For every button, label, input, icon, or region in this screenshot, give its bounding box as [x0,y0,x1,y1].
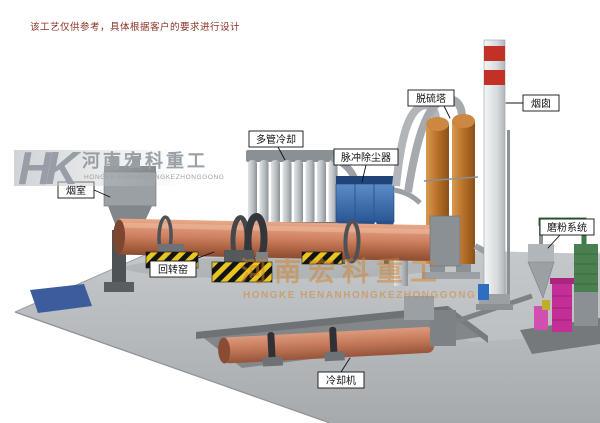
label-grinding-system [539,218,595,236]
kiln-discharge-hood [429,215,461,267]
logo-band [14,150,182,186]
green-unit [574,244,598,292]
filter-outlet-duct [393,187,422,205]
leader-line-multi-tube-cooler [277,146,286,161]
logo-company-en: HONGKE HENANHONGKEZHONGGONG [84,174,224,181]
hk-monogram-icon: HK [18,142,81,194]
leader-line-desulfurization-tower [443,105,451,119]
kiln-tyre-ring [329,326,338,359]
label-desulfurization-tower [407,89,455,107]
leader-line-grinding-system [547,234,561,249]
kiln-drive-motor [224,250,254,264]
label-rotary-kiln-text: 回转窑 [158,263,188,276]
hazard-striped-base [211,261,273,283]
label-cooling-machine [317,371,365,389]
blue-foundation-pad [30,284,92,313]
watermark-company-cn: 河南宏科重工 [240,256,444,287]
kiln-tyre-ring [267,332,276,365]
label-multi-tube-cooler [248,130,304,148]
label-desulfurization-tower-text: 脱硫塔 [416,92,446,105]
disclaimer-text: 该工艺仅供参考，具体根据客户的要求进行设计 [30,21,240,33]
chimney-red-band [484,46,505,61]
grinding-system-graphic [520,217,600,354]
kiln-shadow [125,257,435,279]
hazard-striped-base [301,251,343,265]
cooler-discharge-housing [430,310,456,346]
tower-inlet-pipe [404,95,466,193]
cyclone-cone [527,261,555,299]
center-watermark: 河南宏科重工 HONGKE HENANHONGKEZHONGGONG [240,256,476,301]
label-pulse-dust-collector-text: 脉冲除尘器 [341,151,391,164]
chimney-graphic [476,39,513,310]
leader-line-cooling-machine [340,357,351,373]
label-multi-tube-cooler-text: 多管冷却 [256,133,296,146]
logo-company-cn: 河南宏科重工 [82,150,208,171]
label-grinding-system-text: 磨粉系统 [547,221,587,234]
cooling-machine-graphic [218,326,435,367]
auxiliary-equipment [404,284,489,320]
chimney-red-band [484,70,505,85]
label-cooling-machine-text: 冷却机 [326,374,356,387]
label-chimney [522,94,560,112]
label-chimney-text: 烟囱 [531,97,551,110]
kiln-tyre-ring [343,219,361,264]
watermark-company-en: HONGKE HENANHONGKEZHONGGONG [243,290,476,301]
company-logo: HK 河南宏科重工 HONGKE HENANHONGKEZHONGGONG [14,142,224,194]
label-pulse-dust-collector [333,148,399,166]
label-rotary-kiln [149,260,197,278]
leader-line-smoke-chamber [93,189,111,198]
label-smoke-chamber-text: 烟室 [66,184,86,197]
leader-line-rotary-kiln [189,251,215,262]
leader-line-pulse-dust-collector [361,164,367,183]
